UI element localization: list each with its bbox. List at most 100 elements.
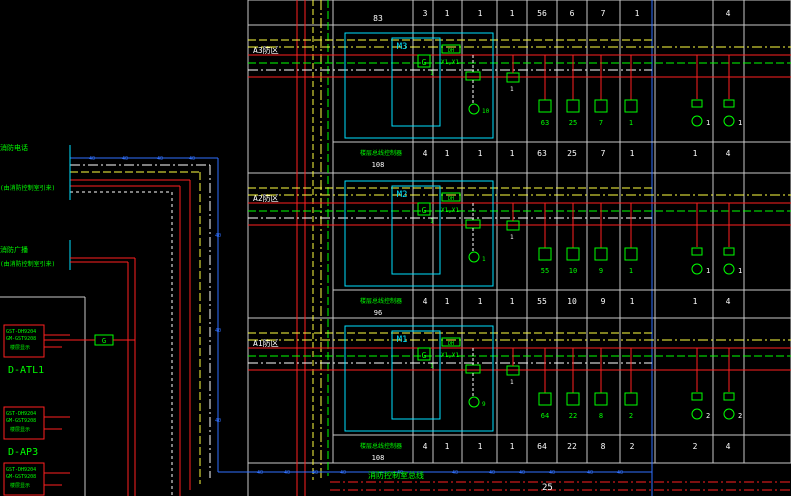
count-cell: 1	[510, 297, 515, 306]
wire-tag: 40	[452, 470, 458, 476]
speaker-count: 9	[482, 401, 486, 408]
device-name: D-AP3	[8, 447, 38, 458]
count-cell: 1	[445, 442, 450, 451]
device-desc: 楼层显示	[10, 482, 30, 489]
wire-tag: 40	[157, 156, 163, 162]
wire-tag: 40	[215, 418, 221, 424]
right-device-box	[691, 99, 703, 108]
device-model: GM-GST9208	[6, 418, 36, 424]
g-label: G	[422, 206, 427, 215]
device-model: GST-DH9204	[6, 411, 36, 417]
right-device-symbol	[691, 263, 703, 275]
detector-count: 1	[629, 267, 633, 275]
dh-box	[441, 44, 461, 54]
phone-jack-count: 1	[510, 86, 514, 93]
device-box	[3, 324, 45, 358]
count-cell: 1	[510, 442, 515, 451]
bus-controller-label: 楼层总线控制器	[360, 297, 402, 305]
count-cell: 1	[510, 149, 515, 158]
right-device-box	[691, 247, 703, 256]
right-device-box	[723, 392, 735, 401]
connector-sub: 1	[430, 218, 434, 225]
device-box	[3, 462, 45, 496]
bus-controller-label: 楼层总线控制器	[360, 149, 402, 157]
detector-count: 55	[541, 267, 549, 275]
right-device-symbol	[723, 115, 735, 127]
wire-tag: 40	[489, 470, 495, 476]
wire-tag: 40	[340, 470, 346, 476]
bottom-number: 25	[542, 483, 553, 493]
loop-box	[465, 219, 481, 229]
detector-symbol	[594, 247, 608, 261]
module-label: M2	[397, 190, 408, 200]
connector-sub: 1	[430, 363, 434, 370]
wire-tag: 40	[122, 156, 128, 162]
wire-tag: 40	[397, 470, 403, 476]
count-cell: 1	[478, 149, 483, 158]
detector-count: 25	[569, 119, 577, 127]
detector-symbol	[624, 99, 638, 113]
speaker-symbol	[468, 396, 480, 408]
wire-tag: 40	[284, 470, 290, 476]
detector-symbol	[566, 247, 580, 261]
right-device-box	[691, 392, 703, 401]
count-cell: 1	[630, 297, 635, 306]
count-cell: 1	[478, 442, 483, 451]
count-cell: 4	[726, 442, 731, 451]
connector-label: X1,X1	[441, 59, 459, 66]
count-cell: 7	[601, 149, 606, 158]
loop-box	[465, 364, 481, 374]
device-model: GST-DH9204	[6, 467, 36, 473]
module-box	[391, 37, 441, 127]
dh-box	[441, 337, 461, 347]
detector-count: 1	[629, 119, 633, 127]
bottom-layer: 消防控制室总线 25	[368, 470, 553, 493]
count-cell: 1	[630, 149, 635, 158]
connector-label: X1,X1	[441, 207, 459, 214]
zone-total: 108	[372, 454, 385, 462]
count-cell: 1	[693, 149, 698, 158]
wire-tag: 40	[215, 233, 221, 239]
dh-box	[441, 192, 461, 202]
broadcast-label: 消防广播	[0, 245, 28, 254]
count-cell: 10	[567, 297, 577, 306]
right-device-count: 1	[706, 267, 710, 275]
count-cell: 7	[601, 9, 606, 18]
detector-symbol	[594, 99, 608, 113]
right-device-symbol	[723, 263, 735, 275]
right-device-count: 2	[706, 412, 710, 420]
count-cell: 63	[537, 149, 547, 158]
right-device-box	[723, 247, 735, 256]
left-panel: 消防电话 (由消防控制室引来) 消防广播 (由消防控制室引来)	[0, 143, 55, 268]
detector-count: 64	[541, 412, 549, 420]
phone-sub-label: (由消防控制室引来)	[0, 184, 55, 192]
count-cell: 4	[726, 9, 731, 18]
detector-symbol	[538, 99, 552, 113]
count-cell: 8	[601, 442, 606, 451]
right-device-symbol	[723, 408, 735, 420]
wire-tag: 40	[215, 328, 221, 334]
wire-tag: 40	[519, 470, 525, 476]
phone-label: 消防电话	[0, 143, 28, 152]
count-cell: 1	[635, 9, 640, 18]
zone-total: 108	[372, 161, 385, 169]
right-device-symbol	[691, 115, 703, 127]
device-model: GM-GST9208	[6, 336, 36, 342]
detector-count: 7	[599, 119, 603, 127]
right-device-symbol	[691, 408, 703, 420]
dh-label: DH	[448, 341, 454, 347]
wire-tag: 40	[587, 470, 593, 476]
g-box	[417, 202, 431, 216]
detector-count: 9	[599, 267, 603, 275]
count-cell: 22	[567, 442, 577, 451]
count-cell: 4	[726, 149, 731, 158]
phone-jack-count: 1	[510, 234, 514, 241]
zone-label: A3防区	[253, 45, 279, 55]
loop-box	[465, 71, 481, 81]
count-cell: 25	[567, 149, 577, 158]
zone-label: A1防区	[253, 338, 279, 348]
count-cell: 4	[423, 149, 428, 158]
